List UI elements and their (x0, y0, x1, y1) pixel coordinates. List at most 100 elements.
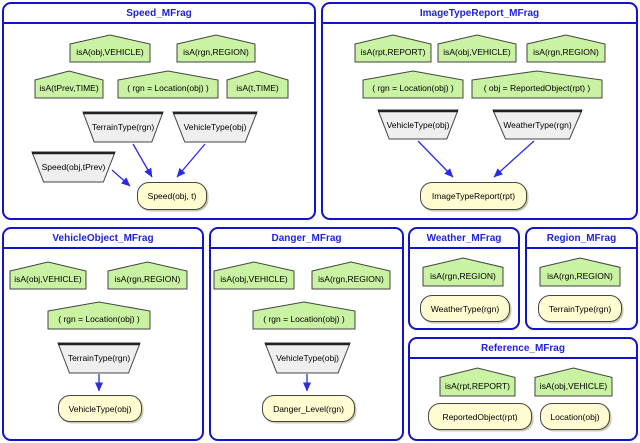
node-label: isA(rpt,REPORT) (360, 47, 426, 57)
trapezoid-icon (173, 112, 257, 142)
pentagon-icon (253, 302, 355, 329)
trapezoid-icon (32, 152, 115, 182)
context-node-isa-rgn-region[interactable]: isA(rgn,REGION) (108, 262, 187, 289)
node-label: TerrainType(rgn) (91, 122, 155, 132)
node-label: VehicleType(obj) (276, 353, 339, 363)
pentagon-icon (535, 368, 612, 396)
node-label: ( rgn = Location(obj) ) (58, 314, 140, 324)
context-node-rgn-location[interactable]: ( rgn = Location(obj) ) (118, 71, 218, 98)
pentagon-icon (363, 71, 463, 98)
mfrag-title: Region_MFrag (527, 229, 636, 249)
context-node-isa-rpt-report[interactable]: isA(rpt,REPORT) (440, 368, 515, 396)
context-node-isa-rgn-region[interactable]: isA(rgn,REGION) (540, 258, 620, 286)
pentagon-icon (440, 368, 515, 396)
node-label: isA(rgn,REGION) (533, 47, 599, 57)
resident-node-speed[interactable]: Speed(obj, t) (137, 182, 207, 210)
mfrag-title: Weather_MFrag (410, 229, 518, 249)
pentagon-icon (527, 35, 605, 62)
resident-node-location[interactable]: Location(obj) (540, 403, 610, 430)
context-node-isa-rgn-region[interactable]: isA(rgn,REGION) (312, 262, 390, 289)
node-label: WeatherType(rgn) (430, 303, 500, 314)
node-label: isA(rgn,REGION) (114, 274, 181, 284)
context-node-isa-t-time[interactable]: isA(t,TIME) (227, 71, 288, 98)
resident-node-terraintype[interactable]: TerrainType(rgn) (538, 295, 622, 322)
node-label: Danger_Level(rgn) (273, 403, 344, 414)
node-label: isA(rpt,REPORT) (444, 380, 511, 391)
node-label: isA(tPrev,TIME) (39, 83, 99, 93)
input-node-vehicletype[interactable]: VehicleType(obj) (173, 112, 257, 142)
node-label: isA(rgn,REGION) (430, 270, 496, 281)
input-node-vehicletype[interactable]: VehicleType(obj) (265, 343, 350, 373)
context-node-obj-reportedobject[interactable]: ( obj = ReportedObject(rpt) ) (472, 71, 602, 98)
context-node-rgn-location[interactable]: ( rgn = Location(obj) ) (48, 302, 150, 329)
node-label: isA(obj,VEHICLE) (76, 47, 144, 57)
resident-node-danger-level[interactable]: Danger_Level(rgn) (262, 395, 355, 422)
trapezoid-icon (493, 110, 582, 139)
pentagon-icon (227, 71, 288, 98)
node-label: VehicleType(obj) (68, 403, 132, 414)
node-label: ( rgn = Location(obj) ) (263, 314, 345, 324)
resident-node-reportedobject[interactable]: ReportedObject(rpt) (428, 403, 532, 430)
pentagon-icon (214, 262, 294, 289)
trapezoid-icon (378, 110, 458, 139)
context-node-isa-rgn-region[interactable]: isA(rgn,REGION) (423, 258, 503, 286)
trapezoid-icon (58, 343, 140, 373)
pentagon-icon (108, 262, 187, 289)
node-label: isA(obj,VEHICLE) (443, 47, 511, 57)
mfrag-title: Speed_MFrag (4, 4, 314, 24)
node-label: isA(obj,VEHICLE) (220, 274, 288, 284)
context-node-rgn-location[interactable]: ( rgn = Location(obj) ) (253, 302, 355, 329)
pentagon-icon (312, 262, 390, 289)
input-node-terraintype[interactable]: TerrainType(rgn) (58, 343, 140, 373)
pentagon-icon (540, 258, 620, 286)
node-label: ( rgn = Location(obj) ) (127, 83, 209, 93)
context-node-isa-obj-vehicle[interactable]: isA(obj,VEHICLE) (214, 262, 294, 289)
node-label: TerrainType(rgn) (67, 353, 131, 363)
context-node-rgn-location[interactable]: ( rgn = Location(obj) ) (363, 71, 463, 98)
input-node-speed-tprev[interactable]: Speed(obj,tPrev) (32, 152, 115, 182)
pentagon-icon (10, 262, 86, 289)
context-node-isa-obj-vehicle[interactable]: isA(obj,VEHICLE) (535, 368, 612, 396)
context-node-isa-tprev-time[interactable]: isA(tPrev,TIME) (35, 71, 103, 98)
trapezoid-icon (83, 112, 163, 142)
node-label: ( obj = ReportedObject(rpt) ) (483, 83, 591, 93)
mfrag-title: ImageTypeReport_MFrag (323, 4, 636, 24)
pentagon-icon (48, 302, 150, 329)
input-node-weathertype[interactable]: WeatherType(rgn) (493, 110, 582, 139)
context-node-isa-rgn-region[interactable]: isA(rgn,REGION) (177, 35, 255, 62)
input-node-vehicletype[interactable]: VehicleType(obj) (378, 110, 458, 139)
context-node-isa-obj-vehicle[interactable]: isA(obj,VEHICLE) (70, 35, 150, 62)
context-node-isa-obj-vehicle[interactable]: isA(obj,VEHICLE) (438, 35, 516, 62)
node-label: ReportedObject(rpt) (442, 411, 518, 422)
resident-node-weathertype[interactable]: WeatherType(rgn) (420, 295, 510, 322)
node-label: isA(rgn,REGION) (318, 274, 384, 284)
pentagon-icon (177, 35, 255, 62)
mfrag-title: Reference_MFrag (410, 339, 636, 359)
node-label: isA(obj,VEHICLE) (539, 380, 608, 391)
pentagon-icon (35, 71, 103, 98)
resident-node-imagetypereport[interactable]: ImageTypeReport(rpt) (420, 182, 527, 210)
node-label: isA(t,TIME) (236, 83, 279, 93)
node-label: ImageTypeReport(rpt) (431, 191, 516, 201)
node-label: VehicleType(obj) (386, 119, 450, 130)
node-label: isA(rgn,REGION) (547, 270, 613, 281)
context-node-isa-obj-vehicle[interactable]: isA(obj,VEHICLE) (10, 262, 86, 289)
trapezoid-icon (265, 343, 350, 373)
node-label: Speed(obj,tPrev) (41, 162, 106, 172)
pentagon-icon (355, 35, 431, 62)
pentagon-icon (472, 71, 602, 98)
context-node-isa-rpt-report[interactable]: isA(rpt,REPORT) (355, 35, 431, 62)
mfrag-title: VehicleObject_MFrag (4, 229, 202, 249)
pentagon-icon (438, 35, 516, 62)
node-label: WeatherType(rgn) (503, 119, 572, 130)
node-label: isA(obj,VEHICLE) (14, 274, 82, 284)
node-label: TerrainType(rgn) (548, 303, 612, 314)
node-label: isA(rgn,REGION) (183, 47, 249, 57)
pentagon-icon (70, 35, 150, 62)
resident-node-vehicletype[interactable]: VehicleType(obj) (58, 395, 142, 422)
node-label: VehicleType(obj) (183, 122, 247, 132)
context-node-isa-rgn-region[interactable]: isA(rgn,REGION) (527, 35, 605, 62)
node-label: ( rgn = Location(obj) ) (372, 83, 454, 93)
input-node-terraintype[interactable]: TerrainType(rgn) (83, 112, 163, 142)
